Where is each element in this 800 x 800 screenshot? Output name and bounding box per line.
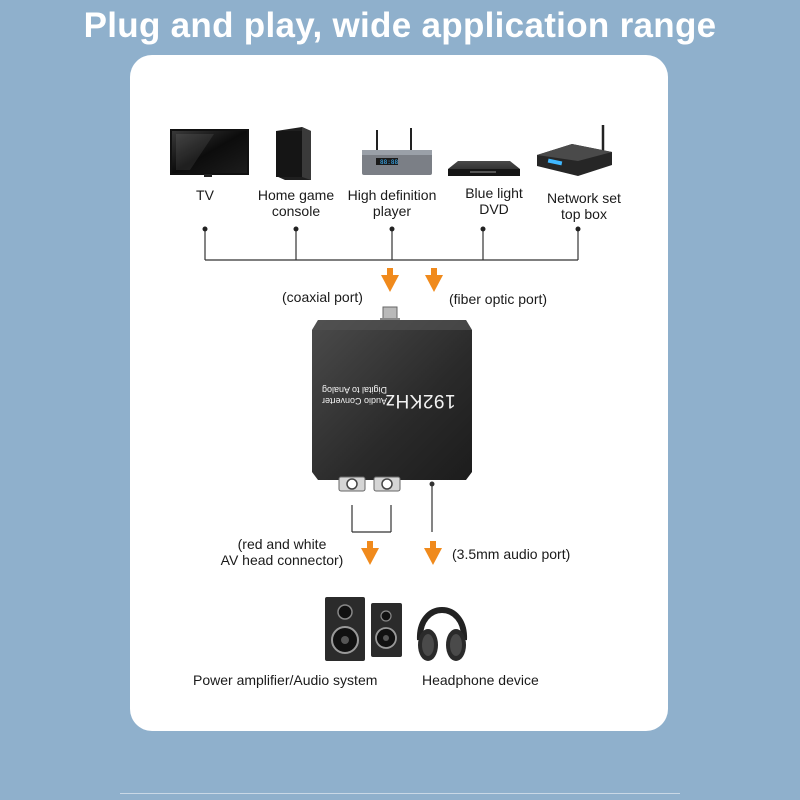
source-bus-dots <box>202 226 581 232</box>
hd-player-icon: 88:88 <box>362 128 432 175</box>
fiber-port-label: (fiber optic port) <box>449 291 548 307</box>
output-arrows <box>361 541 442 565</box>
input-arrows <box>381 268 443 292</box>
rca-jacks <box>338 476 435 492</box>
speakers-icon <box>325 597 402 661</box>
rca-arrow <box>361 541 379 565</box>
headphones-label: Headphone device <box>422 672 539 688</box>
source-label-tv: TV <box>196 187 214 203</box>
coaxial-port-label: (coaxial port) <box>282 289 363 305</box>
source-bus-lines <box>204 229 579 261</box>
converter-description-text: Audio Converter Digital to Analog <box>322 385 388 406</box>
set-top-box-icon <box>537 125 612 176</box>
headphones-icon <box>416 607 468 661</box>
aux-port-label: (3.5mm audio port) <box>452 546 571 562</box>
fiber-arrow <box>425 268 443 292</box>
converter-box <box>312 320 472 480</box>
tv-icon <box>170 129 249 177</box>
output-lines <box>351 484 433 533</box>
speakers-label: Power amplifier/Audio system <box>193 672 378 688</box>
svg-text:88:88: 88:88 <box>380 159 398 166</box>
bottom-divider <box>120 793 680 794</box>
coaxial-arrow <box>381 268 399 292</box>
converter-model-text: 192KHz <box>385 390 456 411</box>
dvd-player-icon <box>448 161 520 176</box>
aux-arrow <box>424 541 442 565</box>
game-console-icon <box>276 127 311 180</box>
page-headline: Plug and play, wide application range <box>83 6 717 45</box>
